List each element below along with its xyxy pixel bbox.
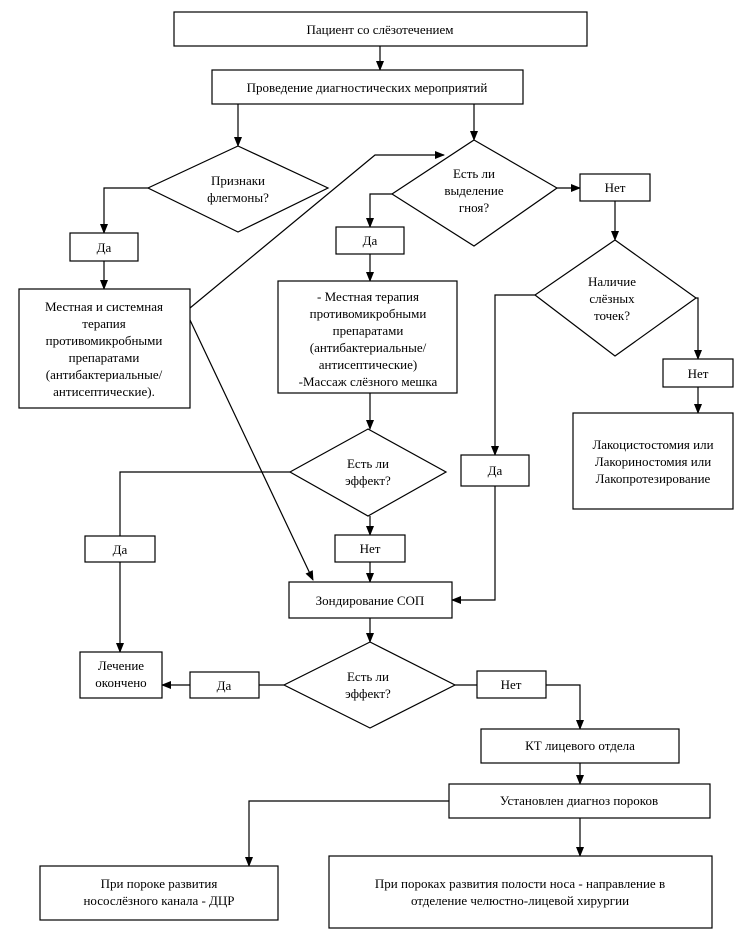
label-yes-pus: Да bbox=[335, 226, 405, 255]
node-treatment-done-label: Лечение окончено bbox=[95, 658, 146, 690]
edge-pus-yes bbox=[366, 193, 392, 228]
node-diagnostics: Проведение диагностических мероприятий bbox=[211, 69, 524, 105]
label-no-effect-1: Нет bbox=[334, 534, 406, 563]
node-start-label: Пациент со слёзотечением bbox=[306, 22, 453, 37]
label-no-puncta: Нет bbox=[662, 358, 734, 388]
edge-dx-dcr bbox=[245, 800, 449, 867]
label-yes-pus-text: Да bbox=[363, 233, 378, 248]
node-nasal-surgery: При пороках развития полости носа - напр… bbox=[328, 855, 713, 929]
node-systemic-therapy-line-4: препаратами bbox=[69, 350, 140, 365]
node-dcr-label: При пороке развития носослёзного канала -… bbox=[83, 876, 234, 908]
node-start: Пациент со слёзотечением bbox=[173, 11, 588, 47]
decision-phlegmon: Признаки флегмоны? bbox=[146, 145, 330, 233]
edge-phlegmon-yes bbox=[100, 187, 148, 234]
edge-puncta-no bbox=[694, 297, 702, 360]
node-probing-label: Зондирование СОП bbox=[316, 593, 425, 608]
node-systemic-therapy-line-2: терапия bbox=[82, 316, 125, 331]
node-local-therapy-line-2: противомикробными bbox=[310, 306, 427, 321]
node-local-therapy-line-1: - Местная терапия bbox=[317, 289, 419, 304]
edge-puncta-yes bbox=[491, 294, 535, 456]
label-no-pus-text: Нет bbox=[605, 180, 626, 195]
node-ct: КТ лицевого отдела bbox=[480, 728, 680, 764]
node-lako-surgery-line-1: Лакоцистостомия или bbox=[592, 437, 713, 452]
label-yes-effect-2-text: Да bbox=[217, 678, 232, 693]
label-no-effect-2-text: Нет bbox=[501, 677, 522, 692]
node-lako-surgery-line-3: Лакопротезирование bbox=[596, 471, 711, 486]
label-no-puncta-text: Нет bbox=[688, 366, 709, 381]
decision-puncta-line-1: Наличие bbox=[588, 274, 636, 289]
node-dcr-line-2: носослёзного канала - ДЦР bbox=[83, 893, 234, 908]
decision-effect-2-line-2: эффект? bbox=[345, 686, 391, 701]
node-dcr: При пороке развития носослёзного канала -… bbox=[39, 865, 279, 921]
label-yes-phlegmon: Да bbox=[69, 232, 139, 262]
node-dcr-line-1: При пороке развития bbox=[101, 876, 218, 891]
node-local-therapy-line-6: -Массаж слёзного мешка bbox=[299, 374, 438, 389]
label-no-pus: Нет bbox=[579, 173, 651, 202]
node-local-therapy-line-4: (антибактериальные/ bbox=[310, 340, 427, 355]
node-treatment-done: Лечение окончено bbox=[79, 651, 163, 699]
decision-pus-label: Есть ли выделение гноя? bbox=[444, 166, 503, 215]
decision-phlegmon-line-2: флегмоны? bbox=[207, 190, 269, 205]
edge-systemic-to-probing bbox=[189, 319, 314, 581]
decision-pus: Есть ли выделение гноя? bbox=[390, 139, 559, 247]
decision-pus-line-2: выделение bbox=[444, 183, 503, 198]
edge-no4-ct bbox=[546, 684, 584, 730]
decision-phlegmon-label: Признаки флегмоны? bbox=[207, 173, 269, 205]
decision-effect-1-label: Есть ли эффект? bbox=[345, 456, 391, 488]
node-nasal-surgery-line-1: При пороках развития полости носа - напр… bbox=[375, 876, 665, 891]
node-diagnosis: Установлен диагноз пороков bbox=[448, 783, 711, 819]
decision-puncta-line-3: точек? bbox=[594, 308, 630, 323]
decision-puncta: Наличие слёзных точек? bbox=[533, 239, 698, 357]
node-treatment-done-line-2: окончено bbox=[95, 675, 146, 690]
label-yes-effect-1-text: Да bbox=[113, 542, 128, 557]
node-ct-label: КТ лицевого отдела bbox=[525, 738, 635, 753]
node-probing: Зондирование СОП bbox=[288, 581, 453, 619]
label-yes-effect-1: Да bbox=[84, 535, 156, 563]
node-diagnosis-label: Установлен диагноз пороков bbox=[500, 793, 658, 808]
decision-effect-2-label: Есть ли эффект? bbox=[345, 669, 391, 701]
label-yes-puncta: Да bbox=[460, 454, 530, 487]
label-no-effect-2: Нет bbox=[476, 670, 547, 699]
decision-pus-line-3: гноя? bbox=[459, 200, 490, 215]
edge-effect1-yes bbox=[116, 471, 290, 653]
node-diagnostics-label: Проведение диагностических мероприятий bbox=[247, 80, 488, 95]
node-systemic-therapy-line-5: (антибактериальные/ bbox=[46, 367, 163, 382]
label-yes-effect-2: Да bbox=[189, 671, 260, 699]
decision-effect-1-line-1: Есть ли bbox=[347, 456, 389, 471]
node-nasal-surgery-label: При пороках развития полости носа - напр… bbox=[375, 876, 665, 908]
decision-effect-2-line-1: Есть ли bbox=[347, 669, 389, 684]
decision-pus-line-1: Есть ли bbox=[453, 166, 495, 181]
node-systemic-therapy: Местная и системная терапия противомикробн… bbox=[18, 288, 191, 409]
label-no-effect-1-text: Нет bbox=[360, 541, 381, 556]
node-local-therapy-label: - Местная терапия противомикробными препар… bbox=[299, 289, 438, 389]
decision-effect-2: Есть ли эффект? bbox=[282, 641, 457, 729]
decision-puncta-line-2: слёзных bbox=[589, 291, 635, 306]
edge-yes4-probing bbox=[451, 486, 496, 604]
node-lako-surgery-line-2: Лакориностомия или bbox=[595, 454, 711, 469]
node-treatment-done-line-1: Лечение bbox=[98, 658, 144, 673]
label-yes-puncta-text: Да bbox=[488, 463, 503, 478]
node-local-therapy-line-3: препаратами bbox=[333, 323, 404, 338]
node-nasal-surgery-line-2: отделение челюстно-лицевой хирургии bbox=[411, 893, 629, 908]
decision-phlegmon-line-1: Признаки bbox=[211, 173, 265, 188]
node-systemic-therapy-label: Местная и системная терапия противомикробн… bbox=[45, 299, 163, 399]
node-local-therapy: - Местная терапия противомикробными препар… bbox=[277, 280, 458, 394]
node-systemic-therapy-line-3: противомикробными bbox=[46, 333, 163, 348]
decision-effect-1-line-2: эффект? bbox=[345, 473, 391, 488]
decision-effect-1: Есть ли эффект? bbox=[288, 428, 448, 517]
label-yes-phlegmon-text: Да bbox=[97, 240, 112, 255]
node-systemic-therapy-line-1: Местная и системная bbox=[45, 299, 163, 314]
decision-puncta-label: Наличие слёзных точек? bbox=[588, 274, 636, 323]
edge-systemic-to-pus bbox=[189, 151, 445, 309]
node-local-therapy-line-5: антисептические) bbox=[319, 357, 417, 372]
node-systemic-therapy-line-6: антисептические). bbox=[53, 384, 155, 399]
